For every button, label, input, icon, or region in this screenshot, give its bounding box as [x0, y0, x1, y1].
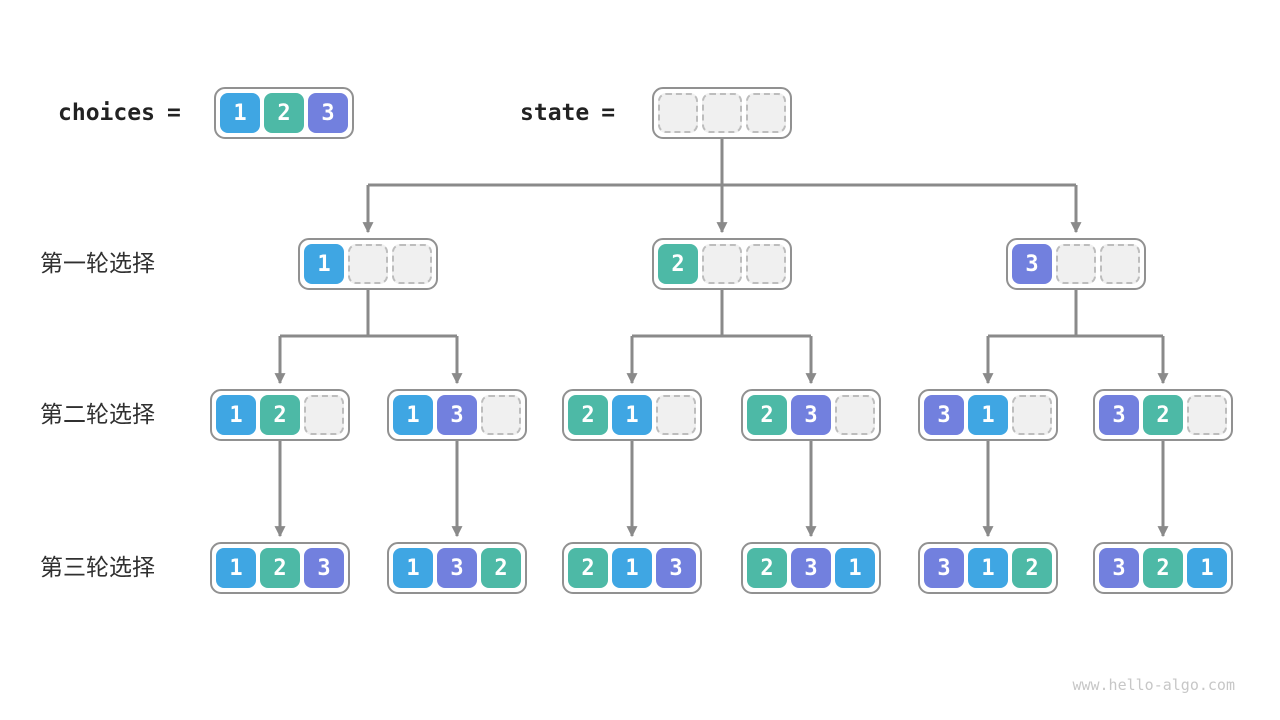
row-label-3: 第三轮选择	[40, 555, 155, 581]
choices-label: choices	[58, 100, 155, 126]
slot-value-3: 3	[791, 548, 831, 588]
empty-slot	[746, 93, 786, 133]
slot-value-1: 1	[968, 395, 1008, 435]
equals-sign: =	[166, 100, 181, 126]
empty-slot	[1100, 244, 1140, 284]
slot-value-3: 3	[656, 548, 696, 588]
row-label-1: 第一轮选择	[40, 251, 155, 277]
slot-value-3: 3	[437, 395, 477, 435]
slot-value-2: 2	[568, 548, 608, 588]
empty-slot	[392, 244, 432, 284]
slot-value-1: 1	[393, 548, 433, 588]
choices-header: choices =	[58, 87, 181, 139]
connector-lines	[274, 139, 1169, 538]
slot-value-2: 2	[264, 93, 304, 133]
slot-value-2: 2	[658, 244, 698, 284]
empty-slot	[481, 395, 521, 435]
slot-value-3: 3	[1099, 548, 1139, 588]
slot-value-2: 2	[1012, 548, 1052, 588]
state-array	[652, 87, 792, 139]
empty-slot	[746, 244, 786, 284]
state-node-r1-2: 2	[652, 238, 792, 290]
empty-slot	[1012, 395, 1052, 435]
slot-value-2: 2	[568, 395, 608, 435]
slot-value-3: 3	[791, 395, 831, 435]
slot-value-3: 3	[304, 548, 344, 588]
slot-value-1: 1	[612, 548, 652, 588]
site-watermark: www.hello-algo.com	[1072, 676, 1235, 694]
empty-slot	[656, 395, 696, 435]
state-label: state	[520, 100, 590, 126]
slot-value-3: 3	[924, 548, 964, 588]
empty-slot	[835, 395, 875, 435]
slot-value-1: 1	[968, 548, 1008, 588]
slot-value-2: 2	[260, 548, 300, 588]
empty-slot	[658, 93, 698, 133]
slot-value-1: 1	[612, 395, 652, 435]
state-node-r1-1: 1	[298, 238, 438, 290]
slot-value-1: 1	[1187, 548, 1227, 588]
empty-slot	[348, 244, 388, 284]
slot-value-2: 2	[1143, 395, 1183, 435]
empty-slot	[304, 395, 344, 435]
state-node-r1-3: 3	[1006, 238, 1146, 290]
slot-value-1: 1	[835, 548, 875, 588]
slot-value-3: 3	[1099, 395, 1139, 435]
empty-slot	[1187, 395, 1227, 435]
state-header: state =	[520, 87, 615, 139]
empty-slot	[702, 93, 742, 133]
slot-value-1: 1	[216, 395, 256, 435]
row-label-2: 第二轮选择	[40, 402, 155, 428]
slot-value-2: 2	[481, 548, 521, 588]
slot-value-1: 1	[220, 93, 260, 133]
slot-value-2: 2	[747, 395, 787, 435]
slot-value-3: 3	[1012, 244, 1052, 284]
slot-value-3: 3	[437, 548, 477, 588]
equals-sign: =	[601, 100, 616, 126]
slot-value-2: 2	[260, 395, 300, 435]
slot-value-3: 3	[308, 93, 348, 133]
slot-value-1: 1	[393, 395, 433, 435]
empty-slot	[1056, 244, 1096, 284]
slot-value-2: 2	[1143, 548, 1183, 588]
slot-value-1: 1	[304, 244, 344, 284]
empty-slot	[702, 244, 742, 284]
slot-value-2: 2	[747, 548, 787, 588]
slot-value-1: 1	[216, 548, 256, 588]
slot-value-3: 3	[924, 395, 964, 435]
